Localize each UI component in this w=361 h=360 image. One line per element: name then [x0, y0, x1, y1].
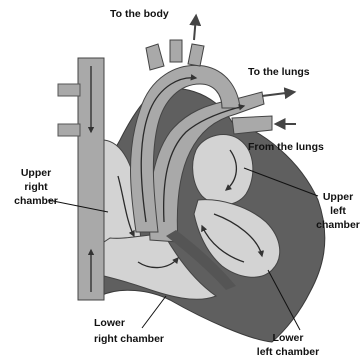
svg-text:right: right	[24, 181, 48, 193]
label-to-the-body: To the body	[110, 8, 169, 20]
upper-left-chamber	[193, 135, 253, 205]
aortic-branch-1	[146, 44, 164, 70]
arrow-to-body	[194, 16, 196, 40]
label-to-the-lungs: To the lungs	[248, 66, 310, 78]
svg-text:left: left	[330, 205, 346, 217]
svg-text:left chamber: left chamber	[257, 346, 319, 358]
svg-text:Lower: Lower	[273, 332, 304, 344]
aortic-branch-2	[170, 40, 182, 62]
pulmonary-vein-left-upper	[58, 84, 80, 96]
aortic-branch-3	[188, 44, 204, 66]
leader-lower-right-chamber	[142, 296, 166, 328]
label-from-the-lungs: From the lungs	[248, 141, 324, 153]
svg-text:Lower: Lower	[94, 317, 125, 329]
arrow-to-lungs	[262, 92, 294, 96]
svg-text:chamber: chamber	[316, 219, 360, 231]
svg-text:right chamber: right chamber	[94, 333, 164, 345]
pulmonary-vein-right	[232, 116, 272, 134]
label-upper-left-chamber: Upper left chamber	[316, 191, 360, 231]
pulmonary-vein-left-lower	[58, 124, 80, 136]
svg-text:Upper: Upper	[21, 167, 51, 179]
svg-text:Upper: Upper	[323, 191, 353, 203]
label-lower-right-chamber: Lower right chamber	[94, 317, 164, 345]
